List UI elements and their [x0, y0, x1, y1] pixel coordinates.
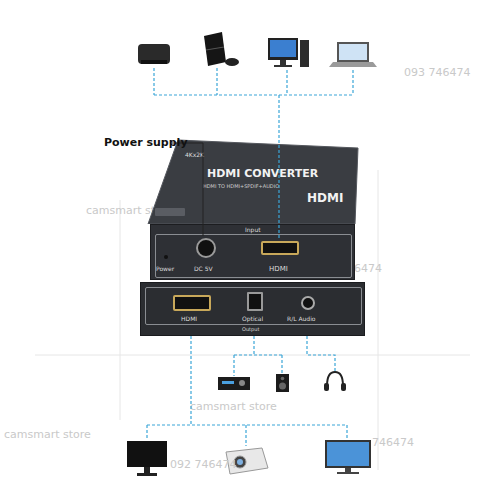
port-label: Input: [245, 227, 261, 233]
port-panel: HDMI Optical R/L AudioOutput: [140, 282, 365, 336]
amplifier-icon: [218, 377, 250, 390]
port-shape: [261, 241, 299, 255]
watermark: camsmart store: [4, 428, 91, 441]
port-label: HDMI: [269, 266, 288, 273]
port-label: HDMI: [307, 192, 343, 204]
watermark: 093 746474: [404, 66, 470, 79]
port-shape: [164, 255, 168, 259]
port-shape: [155, 208, 185, 216]
port-label: 4Kx2K: [185, 152, 204, 158]
port-label: DC 5V: [194, 266, 213, 272]
tv-icon: [325, 440, 371, 474]
watermark: camsmart store: [190, 400, 277, 413]
port-shape: [247, 292, 263, 311]
port-label: Output: [242, 327, 259, 332]
tv-box-icon: [138, 44, 170, 64]
port-shape: [196, 238, 216, 258]
port-label: HDMI TO HDMI+SPDIF+AUDIO: [203, 184, 279, 189]
watermark: 092 746474: [170, 458, 236, 471]
callout-label: Power supply: [104, 137, 188, 148]
headphone-icon: [324, 372, 346, 391]
port-label: HDMI CONVERTER: [207, 168, 318, 179]
port-shape: [301, 296, 315, 310]
port-shape: [155, 234, 352, 278]
desktop-pc-icon: [268, 38, 309, 67]
laptop-icon: [329, 42, 377, 67]
watermark: 746474: [372, 436, 414, 449]
device-top-face: 4Kx2K HDMI CONVERTER HDMI TO HDMI+SPDIF+AU…: [145, 138, 360, 224]
port-label: HDMI: [181, 316, 197, 322]
port-shape: [173, 295, 211, 311]
port-panel: InputPower DC 5V HDMI: [150, 224, 355, 280]
console-icon: [204, 32, 239, 66]
port-label: Power: [156, 266, 174, 272]
port-label: Optical: [242, 316, 263, 322]
port-label: R/L Audio: [287, 316, 316, 322]
speaker-icon: [276, 374, 289, 392]
monitor-icon: [127, 441, 167, 476]
